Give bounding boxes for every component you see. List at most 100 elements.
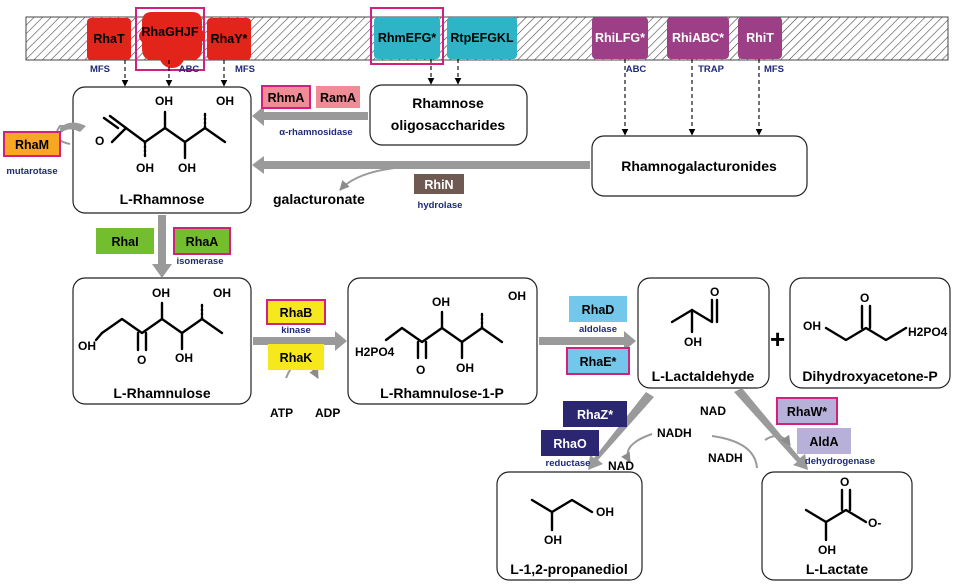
rhamnulose-oh-4: OH <box>175 351 193 365</box>
rama-tag <box>316 86 360 108</box>
oligosaccharides-name-line1: Rhamnose <box>412 95 484 111</box>
l-1-2-propanediol-box <box>496 471 643 581</box>
rhai-label: RhaI <box>111 235 138 249</box>
l-1-2-propanediol-name: L-1,2-propanediol <box>510 561 627 577</box>
rhaghjf-class: ABC <box>179 64 200 75</box>
rhad-tag <box>569 296 627 322</box>
rhao-tag <box>541 430 599 456</box>
rhay-label: RhaY* <box>211 32 248 46</box>
rhaa-label: RhaA <box>186 235 219 249</box>
aldolase-label: aldolase <box>579 324 617 335</box>
rhiabc-transporter <box>667 17 729 59</box>
transport-arrows <box>121 59 763 136</box>
rhay-class: MFS <box>235 64 255 75</box>
kinase-label: kinase <box>281 325 311 336</box>
rhamnulose-1-p-h2po4: H2PO4 <box>355 345 395 359</box>
rhamnose-o-atom: O <box>95 134 104 148</box>
dehydrogenase-label: dehydrogenase <box>805 456 875 467</box>
rhin-tag <box>414 174 464 194</box>
rhilfg-transporter <box>592 17 648 59</box>
mutarotase-label: mutarotase <box>6 166 57 177</box>
rhaw-label: RhaW* <box>787 405 827 419</box>
rhaghjf-label: RhaGHJF <box>142 25 199 39</box>
l-rhamnose-box <box>72 86 252 214</box>
reductase-label: reductase <box>546 458 591 469</box>
rhamnulose-1-p-o-atom: O <box>416 363 425 377</box>
rhat-transporter <box>87 18 131 60</box>
l-lactaldehyde-name: L-Lactaldehyde <box>652 368 755 384</box>
rhae-tag <box>566 347 630 375</box>
rhma-label: RhmA <box>268 91 305 105</box>
rhamnogalacturonides-box <box>591 135 808 197</box>
rhaz-label: RhaZ* <box>577 408 613 422</box>
rhiabc-label: RhiABC* <box>672 31 724 45</box>
rhamnulose-1-p-oh-1: OH <box>432 295 450 309</box>
rhak-label: RhaK <box>280 351 313 365</box>
nad-in-label: NAD <box>700 404 726 418</box>
rhilfg-class: ABC <box>626 64 647 75</box>
alda-tag <box>797 428 851 454</box>
rhamnulose-o-atom: O <box>137 353 146 367</box>
nadh-in-label: NADH <box>657 426 692 440</box>
galacturonate-label: galacturonate <box>273 191 365 207</box>
l-rhamnulose-1-p-name: L-Rhamnulose-1-P <box>380 385 504 401</box>
propanediol-oh-2: OH <box>544 533 562 547</box>
l-lactate-name: L-Lactate <box>806 561 868 577</box>
lactate-o-minus: O- <box>868 516 881 530</box>
rhamnose-oh-2: OH <box>216 94 234 108</box>
rhamnulose-oh-2: OH <box>152 286 170 300</box>
rhamnulose-oh-1: OH <box>78 339 96 353</box>
l-rhamnose-structure <box>102 110 227 160</box>
rhao-label: RhaO <box>553 437 587 451</box>
rhamnose-oh-1: OH <box>155 94 173 108</box>
l-rhamnulose-1-p-structure <box>384 310 504 360</box>
lactaldehyde-o-atom: O <box>710 285 719 299</box>
propanediol-oh-1: OH <box>596 505 614 519</box>
lactate-oh: OH <box>818 543 836 557</box>
rhma-tag <box>261 85 311 109</box>
l-rhamnulose-name: L-Rhamnulose <box>113 385 210 401</box>
rhaa-tag <box>173 227 231 255</box>
rhamnose-oligosaccharides-box <box>369 84 528 146</box>
plus-sign: + <box>770 324 785 354</box>
rhilfg-label: RhiLFG* <box>595 31 645 45</box>
dhap-oh: OH <box>803 319 821 333</box>
l-rhamnulose-structure <box>94 301 224 352</box>
l-lactaldehyde-structure <box>670 298 719 334</box>
rhamnosidase-label: α-rhamnosidase <box>279 127 352 138</box>
propanediol-structure <box>530 498 594 532</box>
dhap-o-atom: O <box>860 291 869 305</box>
dihydroxyacetone-p-name: Dihydroxyacetone-P <box>802 368 937 384</box>
rhaghjf-transporter <box>135 7 205 71</box>
rhit-label: RhiT <box>746 31 774 45</box>
rhaz-tag <box>563 401 627 427</box>
rhat-class: MFS <box>90 64 110 75</box>
rhmefg-highlight <box>370 7 444 65</box>
dihydroxyacetone-p-box <box>789 277 951 389</box>
l-rhamnose-name: L-Rhamnose <box>120 191 205 207</box>
rhak-tag <box>268 344 324 370</box>
rhamnulose-1-p-oh-2: OH <box>508 289 526 303</box>
rhaw-tag <box>776 397 838 425</box>
rtpefgkl-label: RtpEFGKL <box>450 31 514 45</box>
rhay-transporter <box>207 18 251 60</box>
rhamnulose-oh-3: OH <box>213 286 231 300</box>
rhab-tag <box>266 299 326 325</box>
l-lactate-box <box>761 471 913 581</box>
rhamnose-oh-3: OH <box>136 161 154 175</box>
rtpefgkl-transporter <box>447 17 517 59</box>
rhmefg-label: RhmEFG* <box>378 31 436 45</box>
rama-label: RamA <box>320 91 356 105</box>
alda-label: AldA <box>809 435 838 449</box>
rhamnulose-1-p-oh-3: OH <box>456 361 474 375</box>
lactate-structure <box>804 488 868 542</box>
rhit-class: MFS <box>764 64 784 75</box>
adp-label: ADP <box>315 406 340 420</box>
rham-tag <box>3 131 61 157</box>
isomerase-label: isomerase <box>176 256 223 267</box>
rhamnogalacturonides-name: Rhamnogalacturonides <box>621 158 777 174</box>
rhai-tag <box>96 228 154 254</box>
atp-label: ATP <box>270 406 293 420</box>
